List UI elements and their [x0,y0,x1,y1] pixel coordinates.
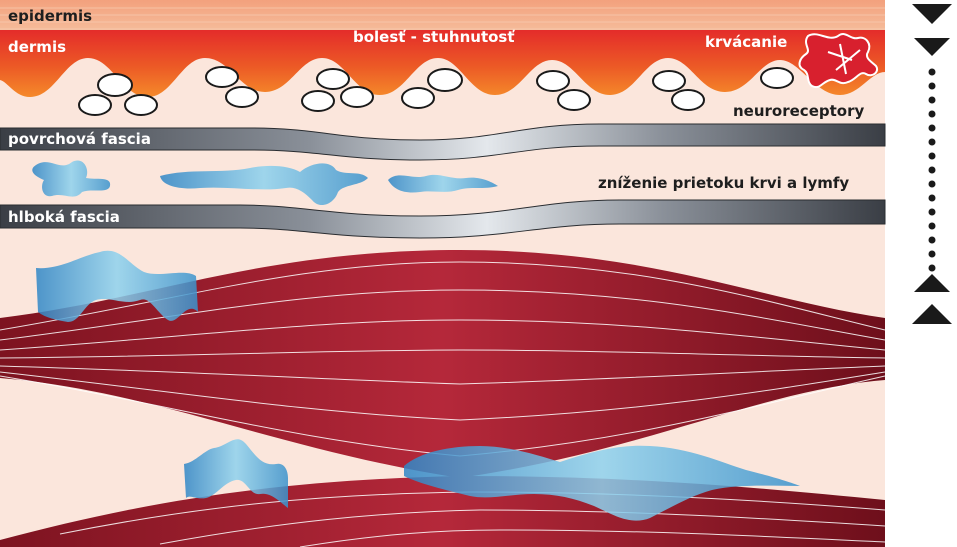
triangle-down-icon [912,4,952,24]
label-dermis: dermis [8,38,66,56]
neuroreceptor [761,68,793,88]
label-bleeding: krvácanie [705,33,787,51]
dotted-line [929,69,936,272]
neuroreceptor [428,69,462,91]
neuroreceptor [317,69,349,89]
neuroreceptor [125,95,157,115]
label-pain: bolesť - stuhnutosť [353,28,515,46]
triangle-up-icon [914,274,950,292]
neuroreceptor [302,91,334,111]
neuroreceptor [558,90,590,110]
triangle-up-icon [912,304,952,324]
neuroreceptor [341,87,373,107]
neuroreceptor [79,95,111,115]
neuroreceptor [206,67,238,87]
neuroreceptor [672,90,704,110]
neuroreceptor [537,71,569,91]
label-deep-fascia: hlboká fascia [8,208,120,226]
neuroreceptor [98,74,132,96]
label-neuroreceptors: neuroreceptory [733,102,864,120]
depth-markers [912,4,952,324]
label-epidermis: epidermis [8,7,92,25]
label-flow-reduction: zníženie prietoku krvi a lymfy [598,174,849,192]
triangle-down-icon [914,38,950,56]
label-superficial-fascia: povrchová fascia [8,130,151,148]
neuroreceptor [653,71,685,91]
neuroreceptor [402,88,434,108]
neuroreceptor [226,87,258,107]
